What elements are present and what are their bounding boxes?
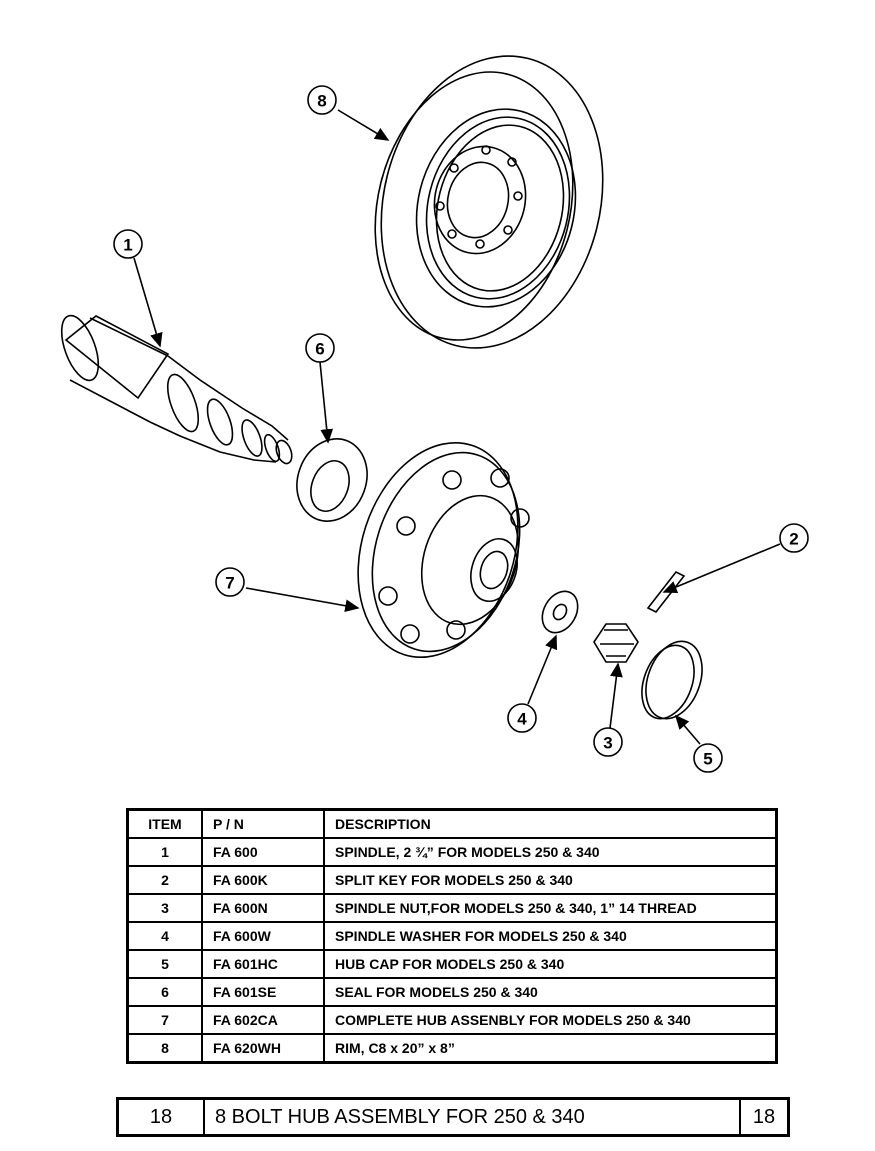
description-cell: SEAL FOR MODELS 250 & 340: [323, 977, 778, 1007]
description-cell: SPINDLE, 2 ¾” FOR MODELS 250 & 340: [323, 837, 778, 867]
item-cell: 4: [126, 921, 203, 951]
description-cell: HUB CAP FOR MODELS 250 & 340: [323, 949, 778, 979]
part-number-cell: FA 600: [201, 837, 325, 867]
description-cell: SPLIT KEY FOR MODELS 250 & 340: [323, 865, 778, 895]
hub-cap: [641, 640, 703, 720]
page-number-left: 18: [119, 1100, 205, 1134]
callout-2: 2: [789, 530, 798, 549]
callout-5: 5: [703, 750, 712, 769]
item-cell: 6: [126, 977, 203, 1007]
item-cell: 3: [126, 893, 203, 923]
footer-title: 8 BOLT HUB ASSEMBLY FOR 250 & 340: [205, 1100, 741, 1134]
part-number-cell: FA 600W: [201, 921, 325, 951]
callout-3: 3: [603, 734, 612, 753]
item-cell: 5: [126, 949, 203, 979]
seal: [296, 438, 368, 522]
callout-7: 7: [225, 574, 234, 593]
item-cell: 8: [126, 1033, 203, 1064]
part-number-cell: FA 620WH: [201, 1033, 325, 1064]
rim-wheel: [374, 55, 604, 349]
item-cell: 1: [126, 837, 203, 867]
table-header-row: ITEM P / N DESCRIPTION: [126, 808, 778, 839]
part-number-cell: FA 600K: [201, 865, 325, 895]
part-number-cell: FA 601HC: [201, 949, 325, 979]
header-item: ITEM: [126, 808, 203, 839]
description-cell: SPINDLE WASHER FOR MODELS 250 & 340: [323, 921, 778, 951]
description-cell: COMPLETE HUB ASSENBLY FOR MODELS 250 & 3…: [323, 1005, 778, 1035]
callout-6: 6: [315, 340, 324, 359]
callout-8: 8: [317, 92, 326, 111]
header-part-number: P / N: [201, 808, 325, 839]
description-cell: SPINDLE NUT,FOR MODELS 250 & 340, 1” 14 …: [323, 893, 778, 923]
callout-4: 4: [517, 710, 527, 729]
description-cell: RIM, C8 x 20” x 8”: [323, 1033, 778, 1064]
page-number-right: 18: [752, 1105, 776, 1128]
castle-nut: [593, 623, 639, 663]
part-number-cell: FA 601SE: [201, 977, 325, 1007]
hub-assembly: [357, 441, 530, 659]
exploded-hub-diagram: 1 2 3 4 5 6 7 8: [60, 55, 809, 773]
part-number-cell: FA 600N: [201, 893, 325, 923]
part-number-cell: FA 602CA: [201, 1005, 325, 1035]
spindle-washer: [541, 590, 579, 634]
header-description: DESCRIPTION: [323, 808, 778, 839]
page-footer: 18 8 BOLT HUB ASSEMBLY FOR 250 & 340 18: [116, 1097, 790, 1137]
spindle: [60, 314, 293, 465]
item-cell: 2: [126, 865, 203, 895]
item-cell: 7: [126, 1005, 203, 1035]
callout-1: 1: [123, 236, 132, 255]
